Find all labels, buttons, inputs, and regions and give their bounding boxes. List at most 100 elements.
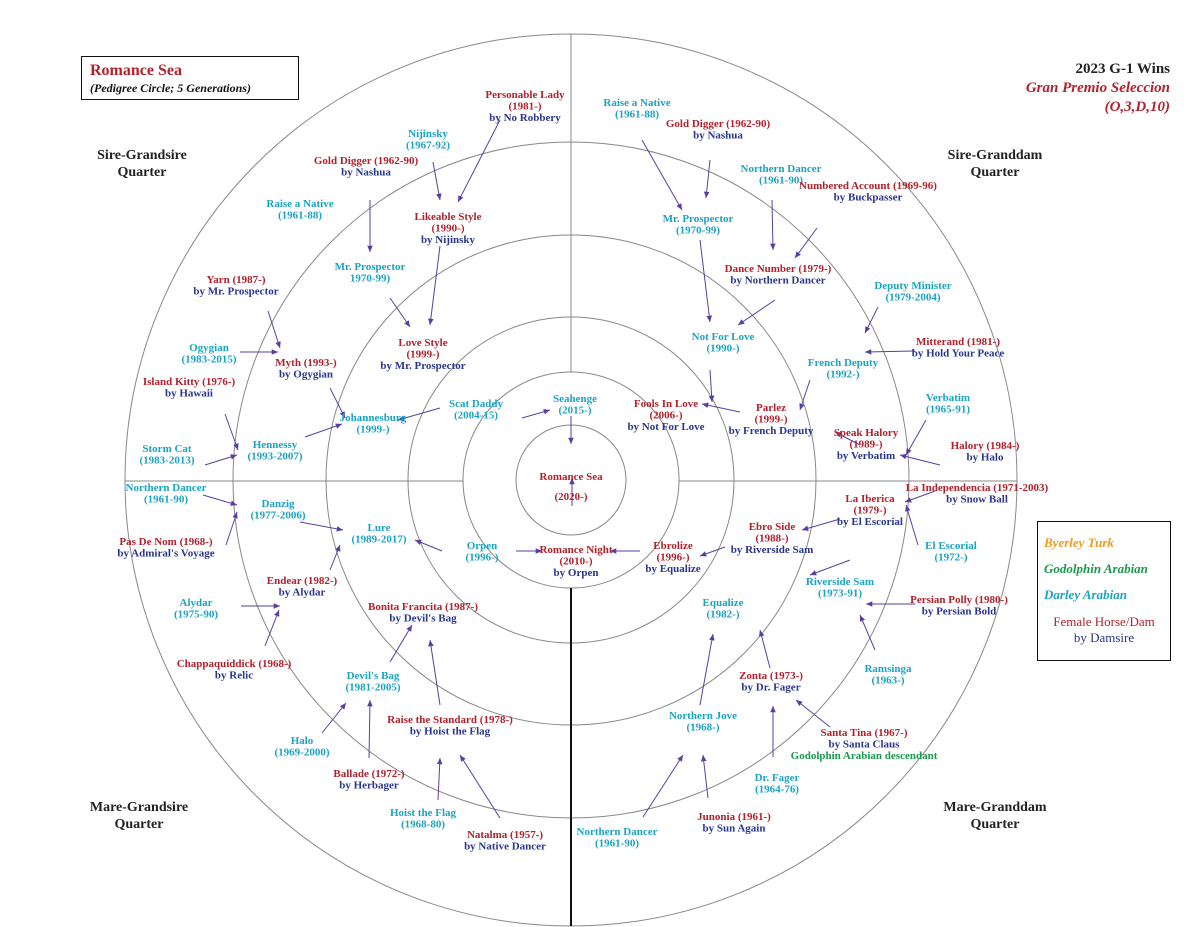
horse-label-line: by Northern Dancer [730,275,825,287]
lineage-arrow [737,299,776,326]
lineage-arrow [703,159,711,199]
quarter-label-line1: Mare-Grandsire [90,800,188,815]
horse-label-line: Johannesburg [340,412,407,424]
horse-label: Numbered Account (1969-96)by Buckpasser [799,180,937,204]
horse-label-line: (2004-15) [454,410,498,422]
lineage-arrow [834,431,861,446]
horse-label: Dr. Fager(1964-76) [755,772,800,796]
quarter-label-line2: Quarter [971,817,1020,832]
horse-label: Persian Polly (1980-)by Persian Bold [910,594,1008,618]
horse-label-line: (1989-) [850,439,883,451]
horse-label: Verbatim(1965-91) [926,392,970,416]
lineage-arrow [899,453,941,466]
horse-label: Alydar(1975-90) [174,597,218,621]
horse-label-line: Pas De Nom (1968-) [119,536,213,548]
lineage-arrow [329,544,341,571]
quarter-sire-granddam: Sire-Granddam Quarter [948,148,1043,180]
lineage-arrow [699,633,715,706]
lineage-arrow [224,413,239,451]
horse-label-line: (1990-) [432,223,465,235]
horse-label: Fools In Love(2006-)by Not For Love [627,398,704,433]
horse-label: La Iberica(1979-)by El Escorial [837,493,903,528]
horse-label-line: by Nashua [693,130,743,142]
horse-label-line: by Equalize [645,563,700,575]
horse-label: Gold Digger (1962-90)by Nashua [314,155,419,179]
horse-label-line: Ogygian [189,342,229,354]
horse-label: Johannesburg(1999-) [340,412,407,436]
horse-label: French Deputy(1992-) [808,357,879,381]
horse-label-line: Scat Daddy [449,398,504,410]
horse-label: Dance Number (1979-)by Northern Dancer [725,263,832,287]
lineage-arrow [699,239,713,323]
lineage-arrow [389,624,413,663]
lineage-arrow [758,629,771,669]
legend-damsire: by Damsire [1073,630,1135,645]
horse-label-line: Romance Sea [539,471,603,483]
lineage-arrow [641,139,683,211]
lineage-arrow [521,409,551,419]
horse-label-line: (1979-) [854,505,887,517]
lineage-arrow [428,245,441,326]
lineage-arrow [905,504,919,546]
horse-label-line: Persian Polly (1980-) [910,594,1008,606]
horse-label-line: Zonta (1973-) [739,670,803,682]
horse-label-line: by Ogygian [279,369,333,381]
horse-label-line: by Buckpasser [834,192,903,204]
horse-label-line: Love Style [398,337,447,349]
horse-label-line: by Native Dancer [464,841,546,853]
lineage-arrow [794,227,818,259]
horse-label-line: (1968-80) [401,819,445,831]
horse-label-line: (1961-90) [595,838,639,850]
quarter-label-line1: Sire-Grandsire [97,148,187,163]
quarter-label-line1: Mare-Granddam [943,800,1047,815]
horse-label-line: Ballade (1972-) [333,768,405,780]
lineage-arrow [699,546,726,557]
horse-label-line: (1996-) [657,552,690,564]
horse-label-line: (1981-2005) [346,682,401,694]
horse-label-line: Godolphin Arabian descendant [791,750,938,762]
horse-label: Yarn (1987-)by Mr. Prospector [193,274,278,298]
horse-label-line: Yarn (1987-) [207,274,266,286]
horse-label-line: (1975-90) [174,609,218,621]
horse-label-line: (1968-) [687,722,720,734]
horse-label-line: Lure [367,522,390,534]
horse-label-line: (1990-) [707,343,740,355]
horse-label: Personable Lady(1981-)by No Robbery [485,89,565,124]
horse-label-line: by Admiral's Voyage [117,548,214,560]
horse-label-line: by No Robbery [489,112,561,124]
lineage-arrow [642,754,684,818]
horse-label-line: (1988-) [756,533,789,545]
horse-label-line: by Relic [215,670,253,682]
horse-label: Pas De Nom (1968-)by Admiral's Voyage [117,536,214,560]
lineage-arrow [225,511,238,546]
horse-label: Not For Love(1990-) [692,331,755,355]
horse-label: Endear (1982-)by Alydar [267,575,338,599]
lineage-arrow [457,119,501,203]
lineage-arrow [904,490,936,503]
horse-label-line: (2006-) [650,410,683,422]
lineage-arrow [321,702,347,734]
center-horse-label: Romance Sea(2020-) [539,471,603,503]
horse-label: Ebro Side(1988-)by Riverside Sam [731,521,814,556]
horse-label: Raise a Native(1961-88) [266,198,333,222]
horse-label-line: (2010-) [560,556,593,568]
horse-label: Northern Dancer(1961-90) [577,826,658,850]
horse-label-line: by Nijinsky [421,234,476,246]
horse-label-line: by Alydar [279,587,326,599]
horse-label-line: by Hawaii [165,388,213,400]
horse-label-line: Devil's Bag [347,670,400,682]
lineage-arrow [436,757,443,801]
horse-label-line: by Santa Claus [829,739,901,751]
horse-label-line: 1970-99) [350,273,391,285]
horse-label-line: Raise the Standard (1978-) [387,714,513,726]
horse-label: Riverside Sam(1973-91) [806,576,874,600]
lineage-arrow [459,754,501,819]
legend-darley-arabian: Darley Arabian [1044,587,1127,602]
lineage-arrow [432,161,442,201]
horse-label-line: (1982-) [707,609,740,621]
horse-label: Hoist the Flag(1968-80) [390,807,456,831]
horse-label-line: Riverside Sam [806,576,874,588]
horse-labels: Romance Sea(2020-)Seahenge(2015-)Romance… [117,89,1048,853]
horse-label-line: Santa Tina (1967-) [820,727,907,739]
